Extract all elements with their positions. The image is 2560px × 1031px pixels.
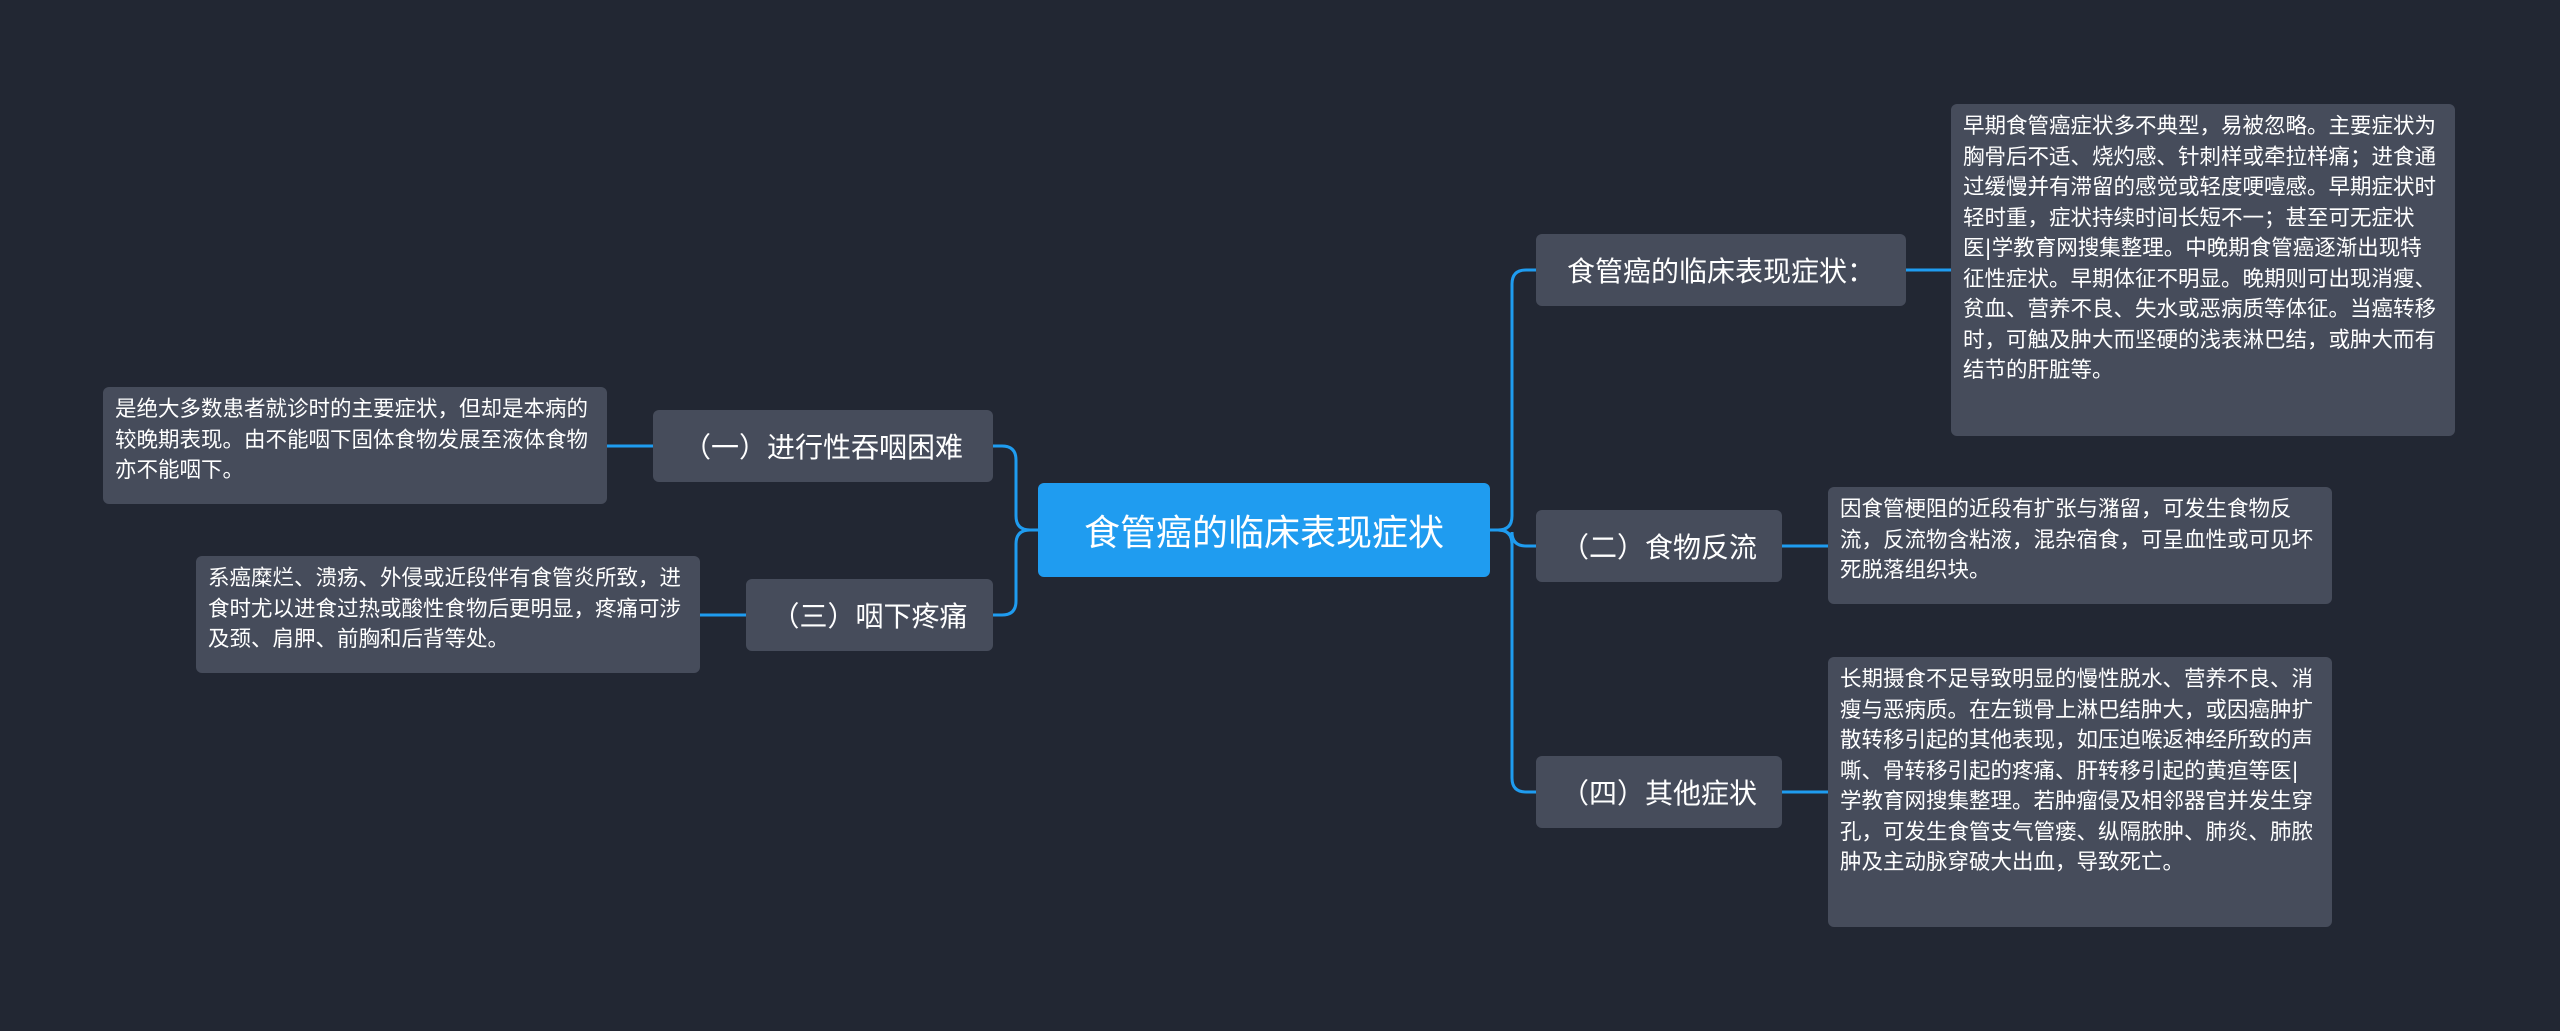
leaf-text: 系癌糜烂、溃疡、外侵或近段伴有食管炎所致，进食时尤以进食过热或酸性食物后更明显，… [208, 566, 682, 652]
branch-swallowing-pain[interactable]: （三）咽下疼痛 [746, 579, 993, 651]
branch-label: 食管癌的临床表现症状： [1566, 255, 1875, 288]
leaf-text: 因食管梗阻的近段有扩张与潴留，可发生食物反流，反流物含粘液，混杂宿食，可呈血性或… [1840, 497, 2314, 583]
link-root-b0 [1490, 268, 1536, 532]
link-root-b4 [1490, 528, 1536, 794]
link-root-b3 [993, 528, 1038, 617]
branch-label: （二）食物反流 [1560, 531, 1757, 564]
link-root-b1 [993, 444, 1038, 532]
leaf-text: 长期摄食不足导致明显的慢性脱水、营养不良、消瘦与恶病质。在左锁骨上淋巴结肿大，或… [1840, 667, 2314, 875]
branch-label: （三）咽下疼痛 [771, 600, 968, 633]
branch-food-reflux[interactable]: （二）食物反流 [1536, 510, 1782, 582]
root-topic-label: 食管癌的临床表现症状 [1083, 513, 1444, 554]
branch-label: （四）其他症状 [1560, 777, 1757, 810]
leaf-other-detail[interactable]: 长期摄食不足导致明显的慢性脱水、营养不良、消瘦与恶病质。在左锁骨上淋巴结肿大，或… [1828, 657, 2332, 927]
leaf-pain-detail[interactable]: 系癌糜烂、溃疡、外侵或近段伴有食管炎所致，进食时尤以进食过热或酸性食物后更明显，… [196, 556, 700, 673]
branch-other-symptoms[interactable]: （四）其他症状 [1536, 756, 1782, 828]
root-topic[interactable]: 食管癌的临床表现症状 [1038, 483, 1490, 577]
branch-clinical-symptoms[interactable]: 食管癌的临床表现症状： [1536, 234, 1906, 306]
branch-progressive-dysphagia[interactable]: （一）进行性吞咽困难 [653, 410, 993, 482]
leaf-symptoms-detail[interactable]: 早期食管癌症状多不典型，易被忽略。主要症状为胸骨后不适、烧灼感、针刺样或牵拉样痛… [1951, 104, 2455, 436]
branch-label: （一）进行性吞咽困难 [682, 431, 963, 464]
leaf-text: 是绝大多数患者就诊时的主要症状，但却是本病的较晚期表现。由不能咽下固体食物发展至… [115, 397, 589, 483]
leaf-text: 早期食管癌症状多不典型，易被忽略。主要症状为胸骨后不适、烧灼感、针刺样或牵拉样痛… [1963, 114, 2437, 383]
leaf-dysphagia-detail[interactable]: 是绝大多数患者就诊时的主要症状，但却是本病的较晚期表现。由不能咽下固体食物发展至… [103, 387, 607, 504]
leaf-reflux-detail[interactable]: 因食管梗阻的近段有扩张与潴留，可发生食物反流，反流物含粘液，混杂宿食，可呈血性或… [1828, 487, 2332, 604]
